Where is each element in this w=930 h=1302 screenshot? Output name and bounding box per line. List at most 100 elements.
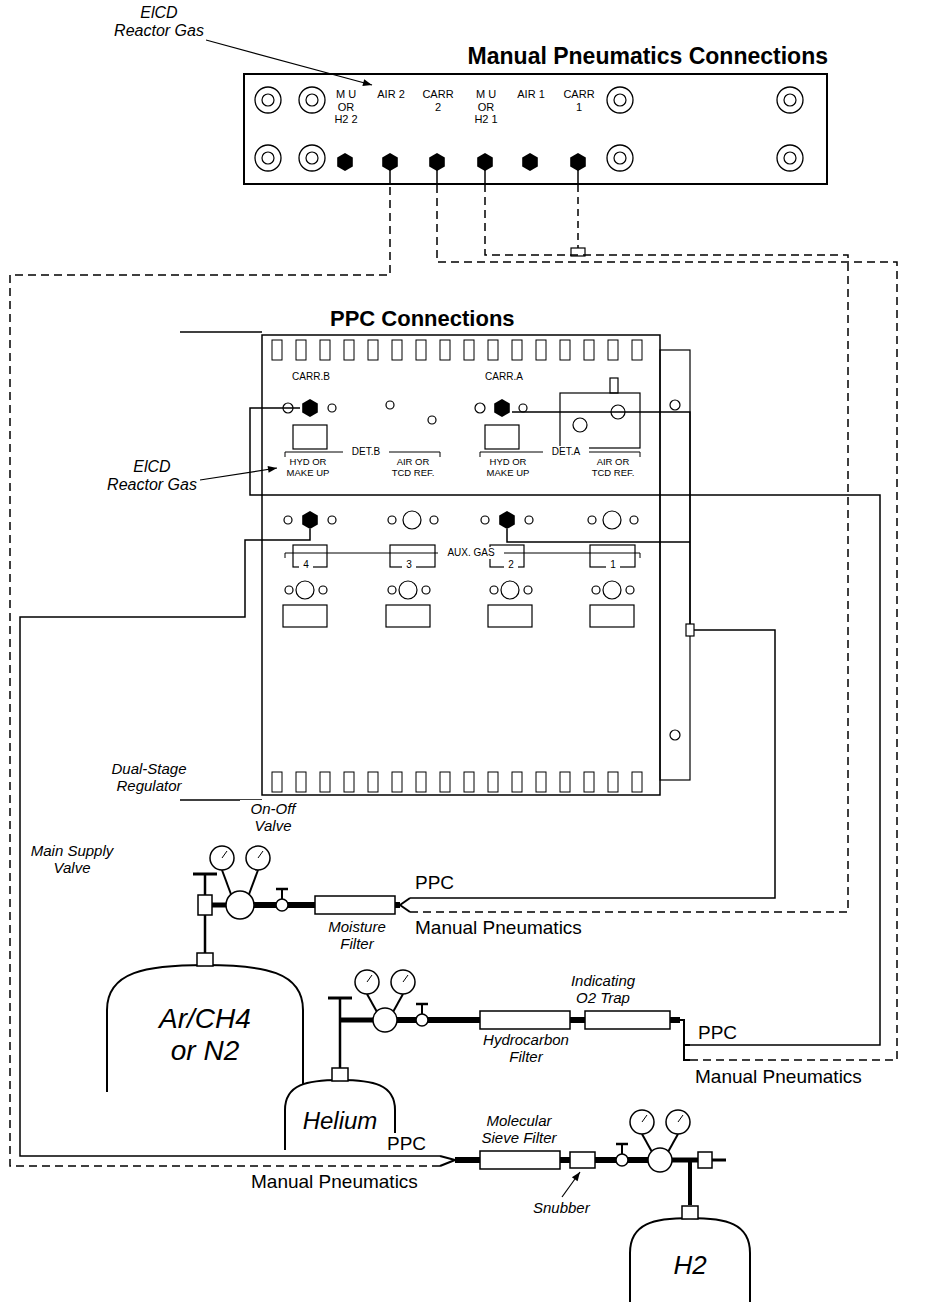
connection-label: DET.B — [343, 446, 389, 458]
pressure-gauge — [666, 1110, 690, 1134]
valve-stem — [339, 998, 342, 1068]
fitting-circle — [525, 516, 533, 524]
vent-slot — [344, 772, 354, 792]
gauge-needle — [258, 851, 263, 858]
ppc-line — [690, 495, 880, 1045]
vent-slot — [512, 772, 522, 792]
gauge-needle — [678, 1115, 683, 1122]
callout-label: Main Supply Valve — [25, 842, 119, 877]
cylinder-neck — [332, 1068, 348, 1081]
fitting-circle — [262, 94, 274, 106]
vent-slot — [272, 772, 282, 792]
panel-outline — [262, 335, 660, 795]
bracket-line — [640, 553, 641, 558]
callout-label: Indicating O2 Trap — [560, 972, 646, 1007]
cylinder-assembly — [100, 830, 410, 1088]
connection-label: CARR 1 — [560, 88, 598, 113]
gauge-needle — [403, 975, 408, 982]
gauge-stem — [393, 994, 403, 1012]
gauge-needle — [642, 1115, 647, 1122]
hex-fitting — [494, 399, 510, 417]
fitting-circle — [306, 152, 318, 164]
fitting-circle — [481, 516, 489, 524]
callout-label: Snubber — [532, 1199, 591, 1216]
fitting-circle — [422, 586, 430, 594]
fitting-circle — [262, 152, 274, 164]
panel-part — [293, 425, 327, 449]
cylinder-neck — [682, 1206, 698, 1219]
fitting-circle — [399, 581, 417, 599]
tube — [340, 1018, 373, 1023]
hex-fitting — [477, 153, 493, 171]
connection-label: Manual Pneumatics — [250, 1171, 419, 1193]
connection-label: PPC — [386, 1133, 427, 1155]
fitting-circle — [328, 404, 336, 412]
leader-line — [206, 40, 372, 85]
bracket-line — [440, 452, 441, 457]
vent-slot — [416, 772, 426, 792]
fitting-circle — [592, 586, 600, 594]
cylinder-label: H2 — [650, 1251, 730, 1281]
callout-label: Molecular Sieve Filter — [466, 1112, 572, 1147]
panel-side — [660, 350, 690, 780]
bracket-line — [640, 452, 641, 457]
panel-part — [488, 605, 532, 627]
pipe-line — [389, 170, 391, 185]
pipe-line — [484, 170, 486, 185]
fitting-circle — [284, 516, 292, 524]
vent-slot — [392, 772, 402, 792]
fitting-circle — [388, 516, 396, 524]
pipe-line — [400, 898, 410, 905]
callout-label: Dual-Stage Regulator — [92, 760, 206, 795]
vent-slot — [560, 340, 570, 360]
fitting-circle — [524, 586, 532, 594]
bracket-line — [285, 553, 286, 558]
connection-label: AIR 1 — [516, 88, 546, 101]
vent-slot — [632, 340, 642, 360]
vent-slot — [488, 772, 498, 792]
connection-label: 2 — [504, 559, 518, 571]
pressure-gauge — [630, 1110, 654, 1134]
vent-slot — [488, 340, 498, 360]
cylinder-label: Helium — [290, 1107, 390, 1135]
ppc-line — [20, 617, 440, 1156]
panel-part — [283, 605, 327, 627]
on-off-valve — [616, 1154, 628, 1166]
pressure-gauge — [391, 970, 415, 994]
connection-label: AUX. GAS — [438, 547, 504, 559]
vent-slot — [440, 772, 450, 792]
connection-label: PPC — [414, 872, 455, 894]
connection-label: M U OR H2 1 — [473, 88, 499, 126]
fitting-circle — [614, 152, 626, 164]
connection-label: DET.A — [543, 446, 589, 458]
snubber — [570, 1152, 595, 1168]
connection-label: AIR OR TCD REF. — [389, 457, 437, 479]
gauge-stem — [642, 1134, 652, 1152]
connection-label: HYD OR MAKE UP — [282, 457, 334, 479]
vent-slot — [464, 340, 474, 360]
pressure-gauge — [355, 970, 379, 994]
callout-label: On-Off Valve — [240, 800, 306, 835]
valve-stem — [621, 1144, 623, 1154]
fitting-circle — [299, 145, 325, 171]
gas-cylinder — [630, 1218, 750, 1302]
connection-label: CARR.A — [476, 371, 532, 383]
on-off-valve — [276, 899, 288, 911]
fitting-circle — [299, 87, 325, 113]
fitting-circle — [607, 87, 633, 113]
oxygen-trap — [585, 1011, 670, 1029]
valve-handle — [276, 888, 288, 891]
vent-slot — [632, 772, 642, 792]
gas-cylinder — [285, 1080, 395, 1150]
connection-label: PPC — [697, 1022, 738, 1044]
hex-fitting — [337, 153, 353, 171]
pipe-line — [577, 185, 579, 255]
vent-slot — [440, 340, 450, 360]
gauge-stem — [668, 1134, 678, 1152]
gas-cylinder — [107, 965, 303, 1092]
fitting-circle — [328, 516, 336, 524]
fitting-circle — [784, 152, 796, 164]
vent-slot — [608, 772, 618, 792]
